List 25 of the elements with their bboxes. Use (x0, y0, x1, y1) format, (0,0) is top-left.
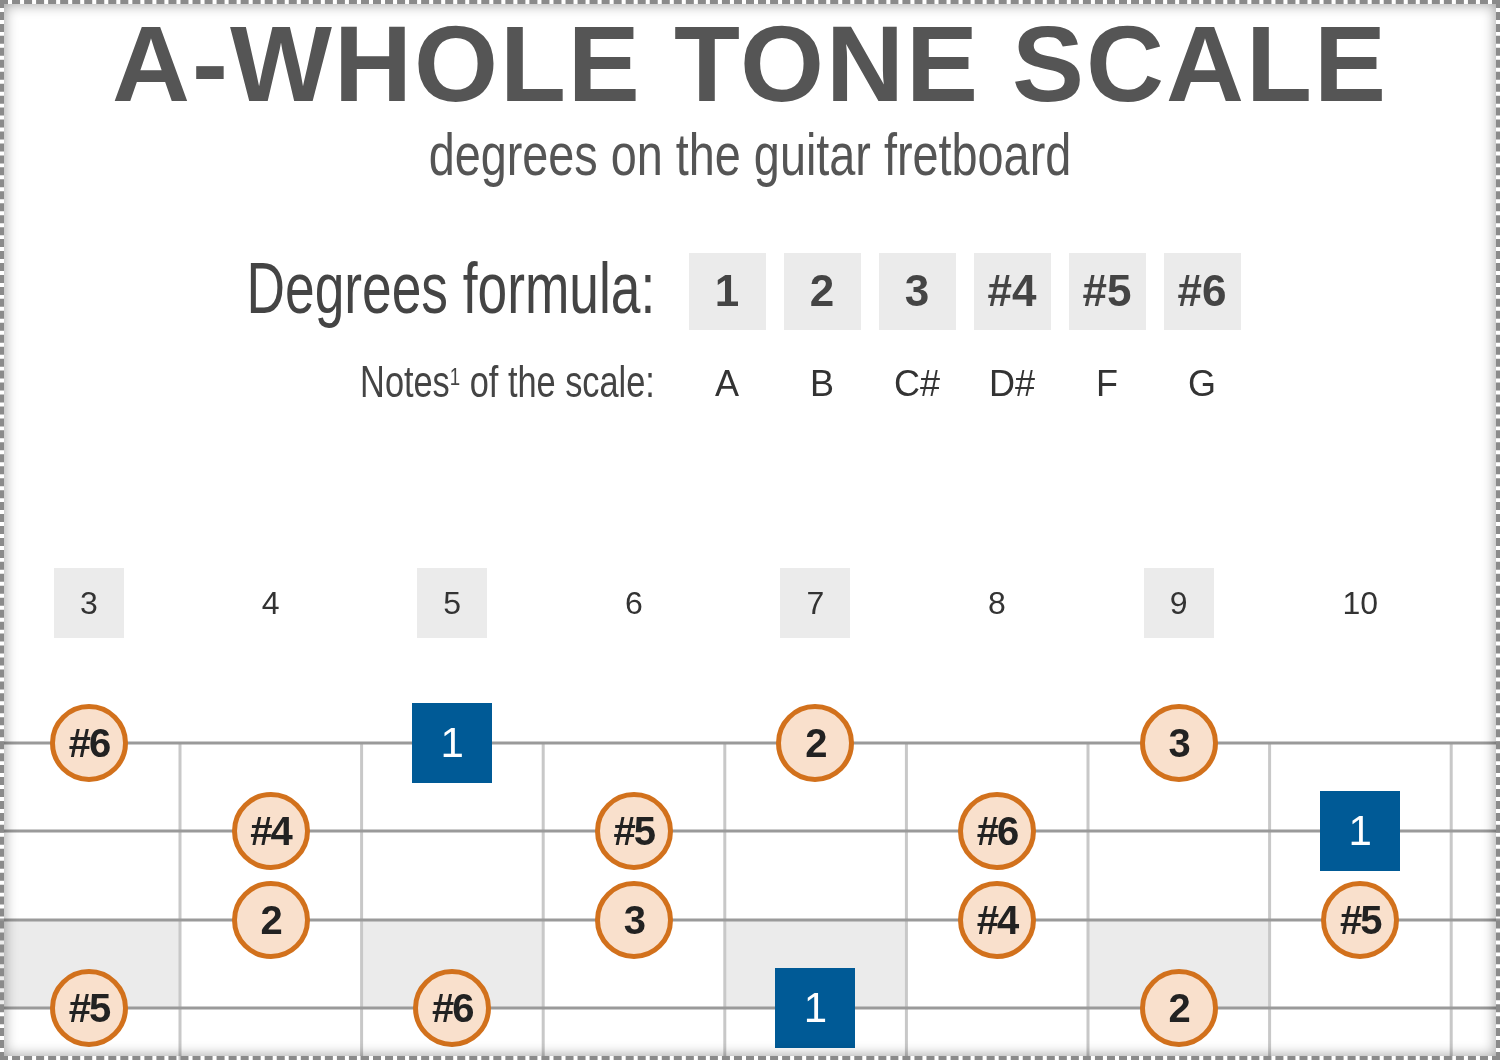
row-heading: Degrees formula: (246, 248, 655, 328)
fret-marker-tile: 3 (54, 568, 124, 638)
note-name: G (1187, 362, 1217, 406)
root-square: 1 (775, 968, 856, 1048)
note-name: C# (893, 362, 941, 406)
root-square: 1 (412, 703, 493, 783)
fret-number: 10 (1341, 584, 1379, 623)
fret-number: 4 (260, 584, 281, 623)
root-square: 1 (1320, 791, 1401, 871)
degree-tile: #5 (1068, 252, 1146, 330)
note-name: B (809, 362, 835, 406)
degree-tile: 2 (783, 252, 861, 330)
note-name: A (714, 362, 740, 406)
fret-marker-tile: 7 (780, 568, 851, 638)
degree-tile: 1 (688, 252, 766, 330)
note-name: D# (988, 362, 1036, 406)
degree-tile: #4 (973, 252, 1051, 330)
fret-number: 8 (987, 584, 1007, 623)
degree-tile: #6 (1163, 252, 1241, 330)
fret-marker-tile: 5 (417, 568, 488, 638)
note-name: F (1095, 362, 1119, 406)
row-heading: Notes$^{1}$ of the scale: (360, 357, 655, 407)
degree-tile: 3 (878, 252, 956, 330)
fret-marker-tile: 9 (1143, 568, 1214, 638)
fret-number: 6 (623, 584, 644, 623)
